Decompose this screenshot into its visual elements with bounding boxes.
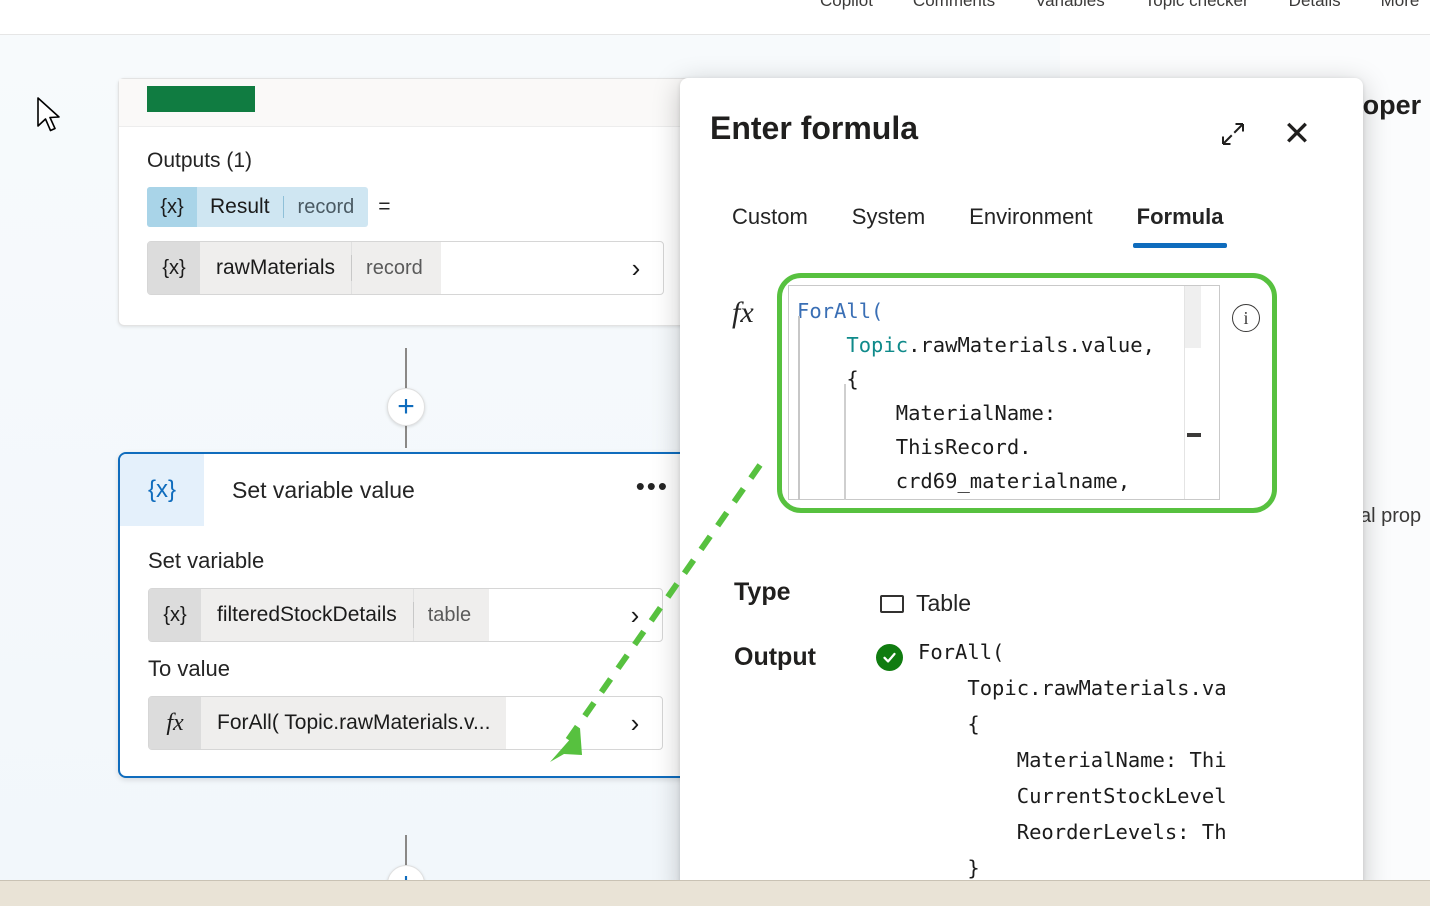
output-value-name: rawMaterials [200, 242, 352, 294]
outputs-label: Outputs (1) [147, 149, 253, 172]
close-icon[interactable]: ✕ [1282, 115, 1312, 153]
add-node-button-2[interactable]: + [387, 865, 425, 880]
node-title: Set variable value [232, 476, 415, 503]
chip-divider [412, 602, 414, 628]
formula-code: ForAll( Topic.rawMaterials.value, { Mate… [797, 299, 1155, 493]
output-result-type: record [297, 195, 355, 218]
flow-connector-2 [405, 835, 407, 880]
mouse-cursor [37, 97, 60, 132]
indent-guide [798, 316, 800, 500]
toolbar-divider [0, 34, 1430, 35]
tab-custom[interactable]: Custom [732, 204, 808, 229]
node-card-header: {x} Set variable value ••• [120, 454, 691, 526]
add-node-button-1[interactable]: + [387, 388, 425, 426]
toolbar-item-more[interactable]: More [1380, 0, 1420, 10]
enter-formula-dialog[interactable]: Enter formula ✕ Custom System Environmen… [680, 78, 1363, 906]
set-variable-label: Set variable [148, 548, 265, 573]
to-value-formula: ForAll( Topic.rawMaterials.v... [201, 697, 507, 749]
toolbar-item-variables[interactable]: Variables [1035, 0, 1105, 10]
variable-braces-icon: {x} [148, 242, 200, 294]
status-block [147, 86, 255, 112]
node-card-previous-body: Outputs (1) {x} Result record = {x} rawM… [119, 127, 692, 325]
properties-pane-clipped-text: al prop [1360, 505, 1422, 527]
dialog-title: Enter formula [710, 110, 919, 146]
table-glyph-icon [880, 594, 904, 613]
set-variable-chip: {x} filteredStockDetails table [149, 589, 490, 641]
set-variable-type: table [413, 589, 490, 641]
tab-formula[interactable]: Formula [1115, 198, 1246, 248]
output-preview-code: ForAll( Topic.rawMaterials.va { Material… [918, 640, 1227, 906]
output-value-field[interactable]: {x} rawMaterials record › [147, 241, 664, 295]
formula-editor[interactable]: ForAll( Topic.rawMaterials.value, { Mate… [788, 285, 1220, 500]
chip-divider [351, 255, 353, 281]
tab-system[interactable]: System [851, 204, 926, 229]
fx-icon: fx [149, 697, 201, 749]
variable-braces-icon: {x} [149, 589, 201, 641]
output-value-chip: {x} rawMaterials record [148, 242, 441, 294]
toolbar-item-comments[interactable]: Comments [912, 0, 996, 10]
to-value-label: To value [148, 656, 230, 681]
output-value-type: record [352, 242, 441, 294]
node-card-previous-header [119, 79, 692, 127]
chevron-right-icon[interactable]: › [630, 707, 640, 738]
info-icon[interactable]: i [1232, 304, 1260, 332]
variable-braces-icon: {x} [120, 454, 204, 526]
formula-scrollbar-thumb[interactable] [1185, 286, 1201, 348]
type-value-row: Table [880, 590, 971, 617]
type-label: Type [734, 578, 791, 606]
node-card-body: Set variable {x} filteredStockDetails ta… [120, 526, 691, 776]
dialog-tabs: Custom System Environment Formula [710, 198, 1246, 248]
pill-divider [282, 196, 284, 218]
chevron-right-icon[interactable]: › [630, 599, 640, 630]
to-value-field[interactable]: fx ForAll( Topic.rawMaterials.v... › [148, 696, 663, 750]
set-variable-name: filteredStockDetails [201, 589, 413, 641]
node-overflow-menu-button[interactable]: ••• [635, 471, 669, 501]
expand-diagonal-icon[interactable] [1215, 116, 1251, 152]
formula-collapse-marker[interactable] [1187, 433, 1201, 437]
to-value-chip: fx ForAll( Topic.rawMaterials.v... [149, 697, 507, 749]
node-card-previous[interactable]: Outputs (1) {x} Result record = {x} rawM… [118, 78, 693, 326]
success-check-icon [876, 644, 903, 671]
type-value: Table [916, 590, 971, 616]
output-label: Output [734, 643, 816, 671]
set-variable-field[interactable]: {x} filteredStockDetails table › [148, 588, 663, 642]
toolbar-item-copilot[interactable]: Copilot [820, 0, 873, 10]
variable-braces-icon: {x} [147, 187, 197, 227]
chevron-right-icon[interactable]: › [631, 252, 641, 283]
top-toolbar: Copilot Comments Variables Topic checker… [0, 0, 1430, 16]
output-result-name: Result [210, 195, 270, 218]
fx-icon: fx [732, 296, 754, 329]
toolbar-item-topic-checker[interactable]: Topic checker [1144, 0, 1249, 10]
output-result-pill[interactable]: {x} Result record [147, 187, 369, 227]
tab-environment[interactable]: Environment [969, 204, 1093, 229]
bottom-status-strip [0, 880, 1430, 906]
node-card-set-variable-value[interactable]: {x} Set variable value ••• Set variable … [118, 452, 693, 778]
indent-guide [844, 384, 846, 500]
toolbar-item-details[interactable]: Details [1288, 0, 1341, 10]
equals-sign: = [378, 195, 391, 218]
